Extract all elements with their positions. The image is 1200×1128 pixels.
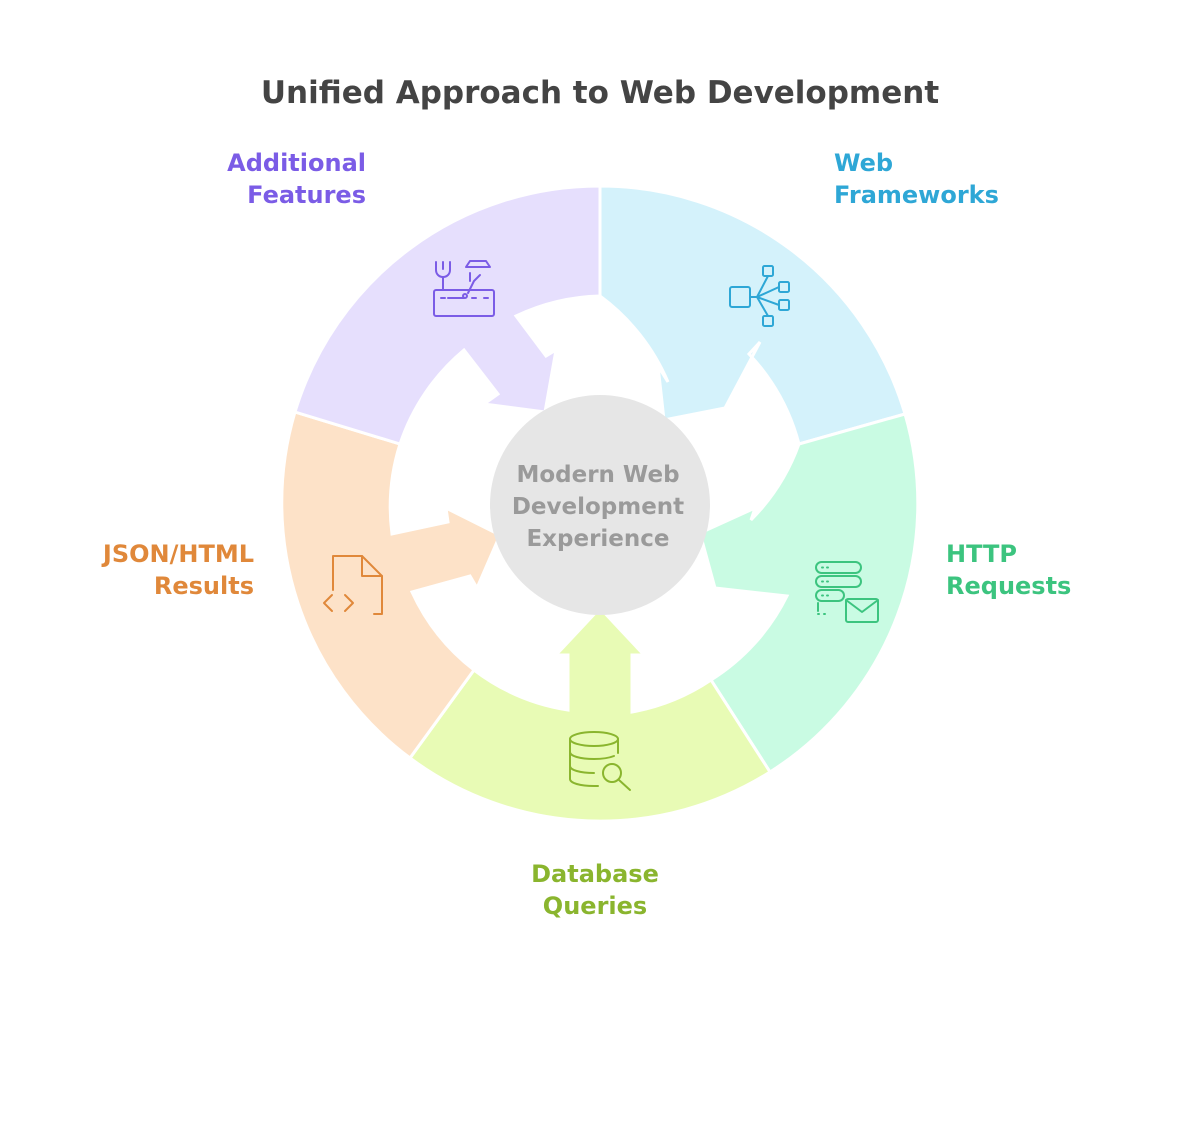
label-additional-features-line-1: Additional	[227, 149, 366, 177]
center-line-2: Development	[512, 494, 684, 520]
code-file-icon	[323, 555, 383, 615]
label-additional-features: Additional Features	[227, 149, 366, 209]
network-nodes-icon	[729, 265, 790, 327]
database-search-icon	[569, 731, 631, 791]
label-web-frameworks-line-1: Web	[834, 149, 893, 177]
label-http-requests: HTTP Requests	[946, 540, 1071, 600]
label-web-frameworks: Web Frameworks	[834, 149, 999, 209]
toolbox-icon	[433, 260, 495, 317]
label-database-queries-line-2: Queries	[543, 892, 647, 920]
segment-additional-features	[293, 184, 602, 446]
diagram-title: Unified Approach to Web Development	[261, 75, 939, 111]
center-hub	[490, 395, 710, 615]
label-http-requests-line-2: Requests	[946, 572, 1071, 600]
label-http-requests-line-1: HTTP	[946, 540, 1017, 568]
segment-additional-features-shape	[293, 184, 602, 446]
center-line-1: Modern Web	[516, 462, 679, 488]
segment-database-queries-shape	[407, 605, 773, 823]
label-json-html-results-line-1: JSON/HTML	[101, 540, 254, 568]
server-mail-icon	[815, 561, 879, 623]
label-database-queries-line-1: Database	[531, 860, 659, 888]
label-database-queries: Database Queries	[531, 860, 659, 920]
label-web-frameworks-line-2: Frameworks	[834, 181, 999, 209]
segment-database-queries	[407, 605, 773, 823]
label-json-html-results-line-2: Results	[154, 572, 254, 600]
label-json-html-results: JSON/HTML Results	[101, 540, 254, 600]
center-line-3: Experience	[526, 526, 669, 552]
label-additional-features-line-2: Features	[247, 181, 366, 209]
